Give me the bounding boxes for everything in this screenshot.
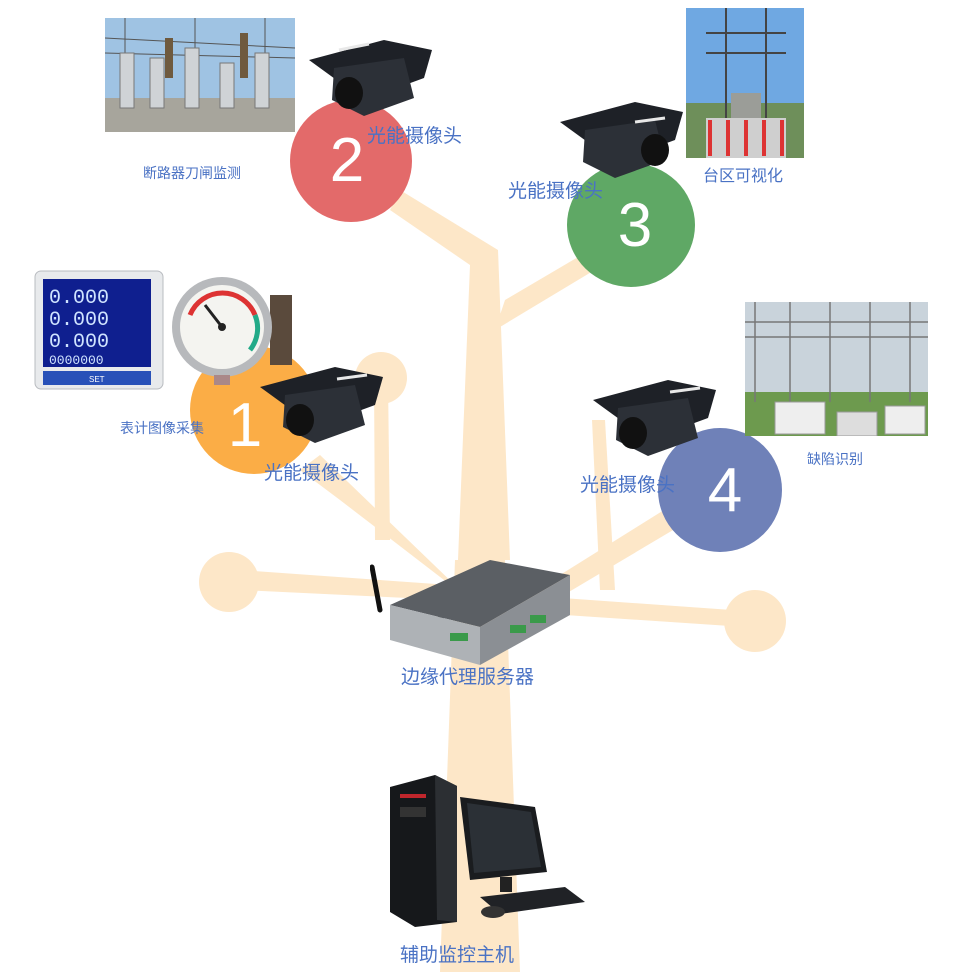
- edge-server-label: 边缘代理服务器: [401, 667, 535, 688]
- node-1-camera-label: 光能摄像头: [264, 463, 360, 484]
- tree-ball-left: [199, 552, 259, 612]
- node-2-camera-label: 光能摄像头: [367, 126, 463, 147]
- node-3-number: 3: [617, 191, 653, 260]
- substation-breaker-photo: [105, 18, 295, 132]
- solar-camera-3: [560, 102, 683, 178]
- node-4-circle: [658, 428, 782, 552]
- pressure-gauge-photo: [172, 277, 292, 385]
- node-3-camera-label: 光能摄像头: [508, 181, 604, 202]
- host-computer-device: [390, 775, 585, 927]
- node-3-circle: [567, 163, 695, 287]
- meter-reading-3: 0.000: [49, 331, 109, 354]
- solar-camera-4: [593, 380, 716, 456]
- node-3-function-label: 台区可视化: [703, 168, 784, 185]
- solar-camera-2: [309, 40, 432, 116]
- node-4-camera-label: 光能摄像头: [580, 475, 676, 496]
- meter-panel-photo: 0.000 0.000 0.000 0000000 SET: [34, 270, 164, 390]
- node-2-function-label: 断路器刀闸监测: [143, 165, 241, 181]
- node-1-number: 1: [227, 391, 263, 460]
- node-4-number: 4: [707, 456, 743, 525]
- meter-reading-4: 0000000: [49, 353, 104, 368]
- host-computer-label: 辅助监控主机: [400, 945, 515, 966]
- node-1-function-label: 表计图像采集: [120, 420, 204, 436]
- node-4-function-label: 缺陷识别: [807, 451, 863, 467]
- distribution-area-photo: [686, 8, 804, 158]
- solar-camera-1: [260, 367, 383, 443]
- node-2-circle: [290, 100, 412, 222]
- edge-server-device: [370, 560, 570, 665]
- defect-substation-photo: [745, 302, 928, 436]
- meter-reading-1: 0.000: [49, 287, 109, 310]
- meter-reading-2: 0.000: [49, 309, 109, 332]
- node-2-number: 2: [329, 126, 365, 195]
- tree-ball-right: [724, 590, 786, 652]
- meter-set-button: SET: [89, 375, 105, 384]
